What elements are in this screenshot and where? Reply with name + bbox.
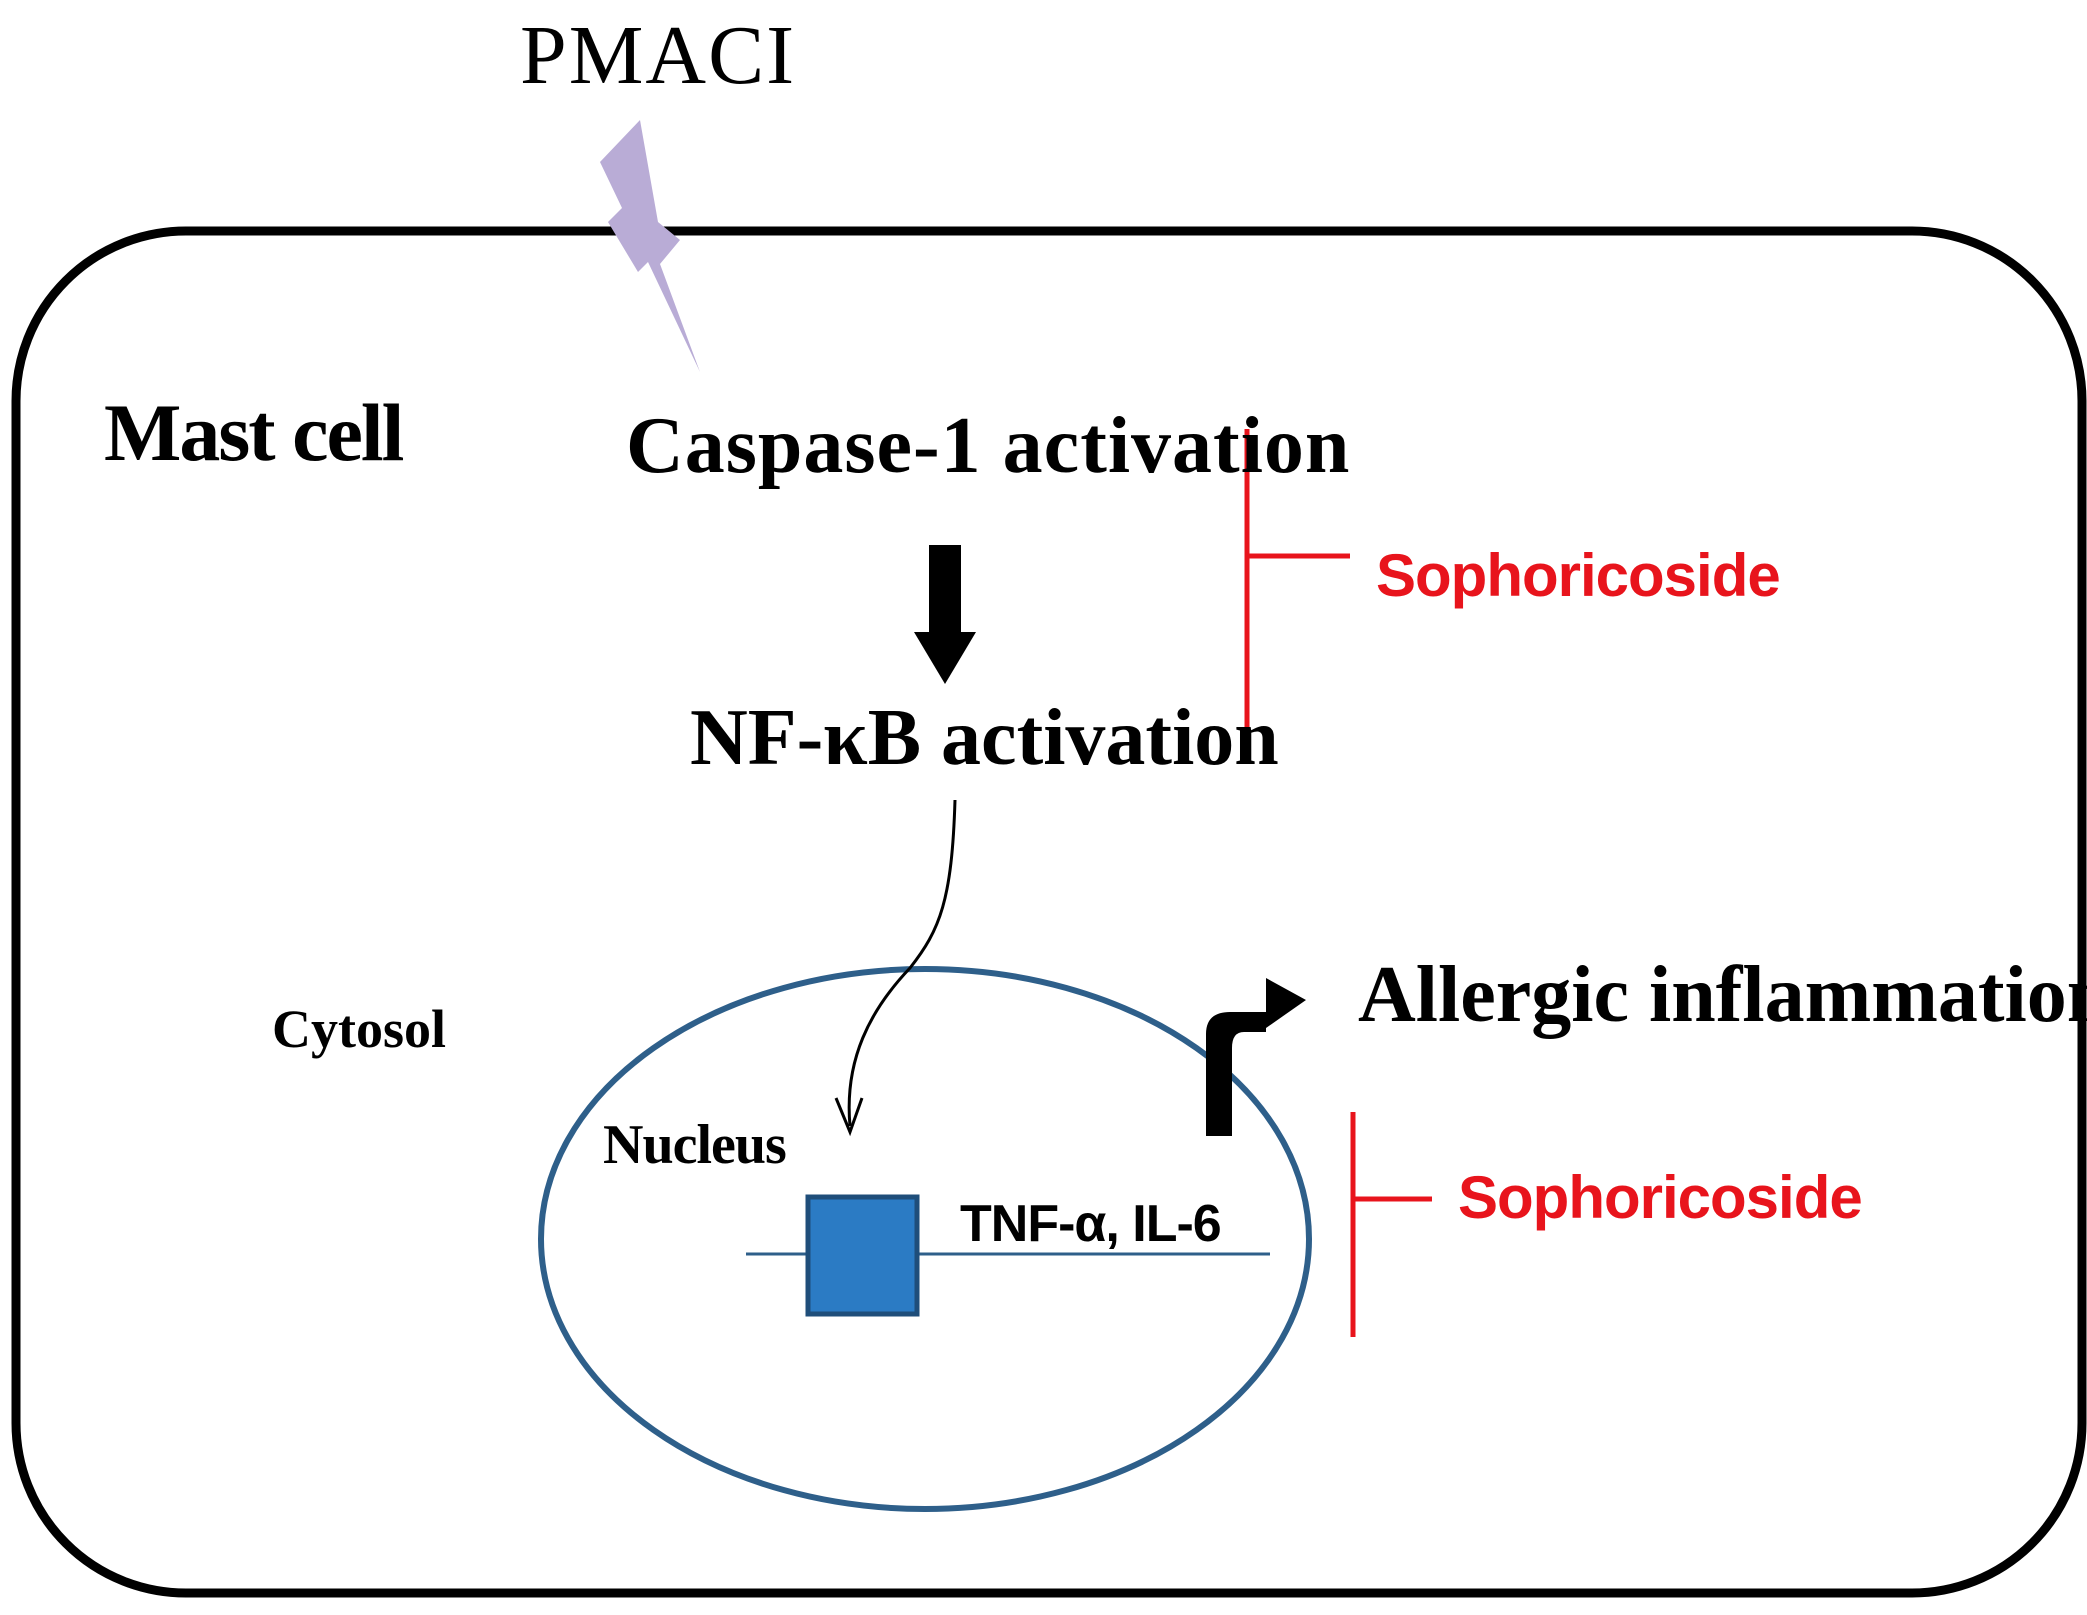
outcome-label: Allergic inflammation: [1358, 951, 2087, 1039]
inhibition-bar-icon: [1350, 1112, 1432, 1337]
nfkb-activation-label: NF-κB activation: [690, 694, 1279, 782]
cytosol-label: Cytosol: [272, 999, 446, 1059]
stimulus-label: PMACI: [520, 9, 797, 102]
lightning-bolt-icon: [600, 120, 700, 372]
gene-promoter-box: [805, 1194, 920, 1317]
gene-names-label: TNF-α, IL-6: [960, 1195, 1222, 1253]
inhibition-bar-icon: [1244, 429, 1350, 739]
bent-arrow-icon: [1206, 978, 1306, 1136]
inhibitor-label-top: Sophoricoside: [1376, 542, 1781, 609]
nucleus-label: Nucleus: [603, 1114, 787, 1176]
arrow-down-icon: [914, 545, 976, 684]
nucleus-membrane: [538, 966, 1312, 1512]
cell-type-label: Mast cell: [104, 387, 404, 478]
cell-membrane: [11, 226, 2087, 1598]
inhibitor-label-bottom: Sophoricoside: [1458, 1164, 1863, 1231]
curved-arrow-icon: [834, 799, 957, 1137]
caspase-activation-label: Caspase-1 activation: [626, 402, 1351, 490]
